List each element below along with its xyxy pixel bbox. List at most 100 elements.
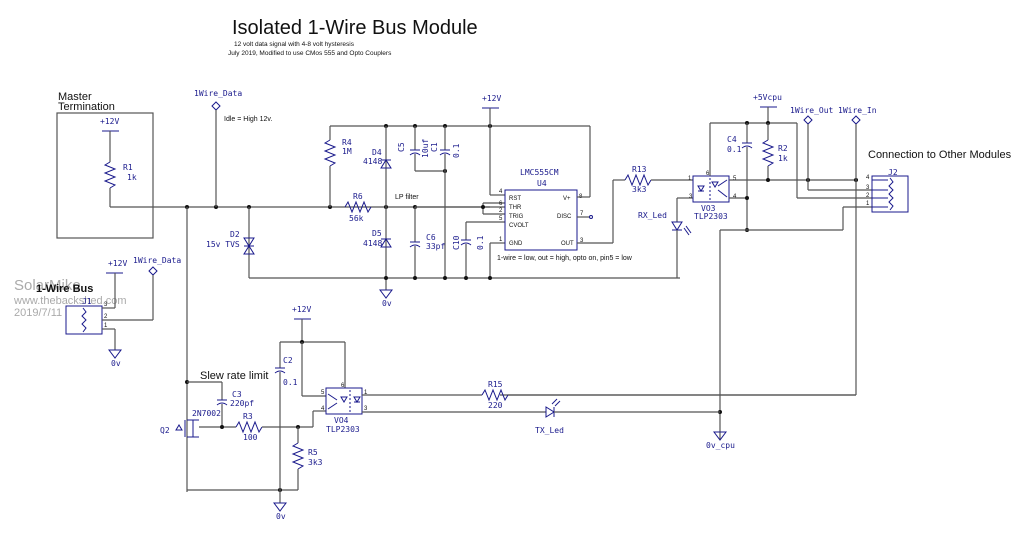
svg-text:GND: GND xyxy=(509,241,523,247)
watermark-url: www.thebackshed.com xyxy=(13,295,127,307)
slew-note: Slew rate limit xyxy=(200,370,268,382)
svg-text:+12V: +12V xyxy=(292,305,311,314)
svg-text:4: 4 xyxy=(866,175,870,181)
svg-text:0v: 0v xyxy=(382,299,392,308)
svg-text:VO4: VO4 xyxy=(334,416,349,425)
svg-text:C5: C5 xyxy=(397,142,406,152)
svg-text:0.1: 0.1 xyxy=(476,235,485,250)
svg-text:0.1: 0.1 xyxy=(727,145,742,154)
svg-text:4148: 4148 xyxy=(363,157,382,166)
svg-text:1Wire_Data: 1Wire_Data xyxy=(133,256,181,265)
tx-led-label: TX_Led xyxy=(535,426,564,435)
rx-led-icon xyxy=(671,221,683,231)
schematic-title: Isolated 1-Wire Bus Module xyxy=(232,17,478,39)
svg-text:10uf: 10uf xyxy=(421,139,430,158)
watermark-date: 2019/7/11 xyxy=(14,307,62,319)
svg-text:220: 220 xyxy=(488,401,503,410)
net-5vcpu-label: +5Vcpu xyxy=(753,93,782,102)
svg-text:RST: RST xyxy=(509,196,521,202)
tx-led-icon xyxy=(545,406,555,418)
rx-led-label: RX_Led xyxy=(638,211,667,220)
svg-text:5: 5 xyxy=(499,216,503,222)
svg-text:33pf: 33pf xyxy=(426,242,445,251)
svg-text:2: 2 xyxy=(104,314,108,320)
master-termination-box xyxy=(56,112,154,239)
svg-text:THR: THR xyxy=(509,205,522,211)
svg-text:1M: 1M xyxy=(342,147,352,156)
svg-text:TRIG: TRIG xyxy=(509,214,524,220)
svg-text:0.1: 0.1 xyxy=(452,143,461,158)
svg-text:4: 4 xyxy=(321,406,325,412)
ground-icon xyxy=(379,289,393,299)
svg-text:1k: 1k xyxy=(778,154,788,163)
subtitle-1: 12 volt data signal with 4-8 volt hyster… xyxy=(234,41,355,48)
svg-text:+12V: +12V xyxy=(482,94,501,103)
svg-text:U4: U4 xyxy=(537,179,547,188)
master-label-2: Termination xyxy=(58,101,115,113)
vo3-optocoupler: VO3 TLP2303 1 3 5 4 6 xyxy=(688,171,737,221)
connection-note: Connection to Other Modules xyxy=(868,149,1012,161)
svg-text:6: 6 xyxy=(706,171,710,177)
lp-filter-note: LP filter xyxy=(395,194,419,201)
j2-connector: J2 4 3 2 1 xyxy=(866,168,909,213)
svg-text:R3: R3 xyxy=(243,412,253,421)
svg-text:1: 1 xyxy=(688,176,692,182)
svg-text:3: 3 xyxy=(866,185,870,191)
svg-text:1: 1 xyxy=(499,237,503,243)
svg-text:5: 5 xyxy=(733,176,737,182)
j1-connector: J1 3 2 1 xyxy=(65,297,153,335)
svg-text:TLP2303: TLP2303 xyxy=(326,425,360,434)
svg-text:D2: D2 xyxy=(230,230,240,239)
port-1wire-data: 1Wire_Data xyxy=(194,89,242,98)
svg-text:C1: C1 xyxy=(430,142,439,152)
svg-text:VO3: VO3 xyxy=(701,204,716,213)
svg-text:6: 6 xyxy=(499,201,503,207)
svg-text:3: 3 xyxy=(689,194,693,200)
svg-text:CVOLT: CVOLT xyxy=(509,223,529,229)
svg-text:100: 100 xyxy=(243,433,258,442)
svg-text:R15: R15 xyxy=(488,380,503,389)
d4-diode: D4 4148 xyxy=(363,148,392,169)
svg-text:1k: 1k xyxy=(127,173,137,182)
svg-text:J1: J1 xyxy=(82,297,92,306)
svg-text:R1: R1 xyxy=(123,163,133,172)
svg-text:DISC: DISC xyxy=(557,214,572,220)
svg-text:2: 2 xyxy=(866,193,870,199)
subtitle-2: July 2019, Modified to use CMos 555 and … xyxy=(228,50,392,57)
svg-text:0.1: 0.1 xyxy=(283,378,298,387)
svg-text:56k: 56k xyxy=(349,214,364,223)
svg-text:OUT: OUT xyxy=(561,241,574,247)
svg-text:2N7002: 2N7002 xyxy=(192,409,221,418)
svg-text:+12V: +12V xyxy=(108,259,127,268)
net-12v-label: +12V xyxy=(100,117,119,126)
svg-text:J2: J2 xyxy=(888,168,898,177)
svg-text:0v: 0v xyxy=(111,359,121,368)
svg-text:C3: C3 xyxy=(232,390,242,399)
svg-text:3: 3 xyxy=(580,238,584,244)
svg-text:7: 7 xyxy=(580,211,584,217)
svg-text:D5: D5 xyxy=(372,229,382,238)
svg-text:1: 1 xyxy=(866,201,870,207)
svg-text:R13: R13 xyxy=(632,165,647,174)
svg-text:C2: C2 xyxy=(283,356,293,365)
svg-text:1: 1 xyxy=(104,323,108,329)
svg-text:2: 2 xyxy=(499,208,503,214)
svg-text:1: 1 xyxy=(364,390,368,396)
svg-text:C10: C10 xyxy=(452,235,461,250)
d5-diode: D5 4148 xyxy=(363,229,392,248)
svg-text:3: 3 xyxy=(364,406,368,412)
r6-resistor: R6 56k xyxy=(344,192,372,223)
svg-text:4: 4 xyxy=(499,189,503,195)
logic-note: 1-wire = low, out = high, opto on, pin5 … xyxy=(497,255,633,262)
q2-mosfet: 2N7002 Q2 xyxy=(160,409,221,438)
svg-text:R4: R4 xyxy=(342,138,352,147)
ground-icon xyxy=(273,502,287,512)
vo4-optocoupler: VO4 TLP2303 5 4 1 3 6 xyxy=(321,383,368,434)
svg-text:5: 5 xyxy=(321,390,325,396)
svg-text:4148: 4148 xyxy=(363,239,382,248)
svg-text:0v: 0v xyxy=(276,512,286,521)
ground-icon xyxy=(108,349,122,359)
svg-text:4: 4 xyxy=(733,194,737,200)
master-label-1: Master xyxy=(58,91,92,103)
